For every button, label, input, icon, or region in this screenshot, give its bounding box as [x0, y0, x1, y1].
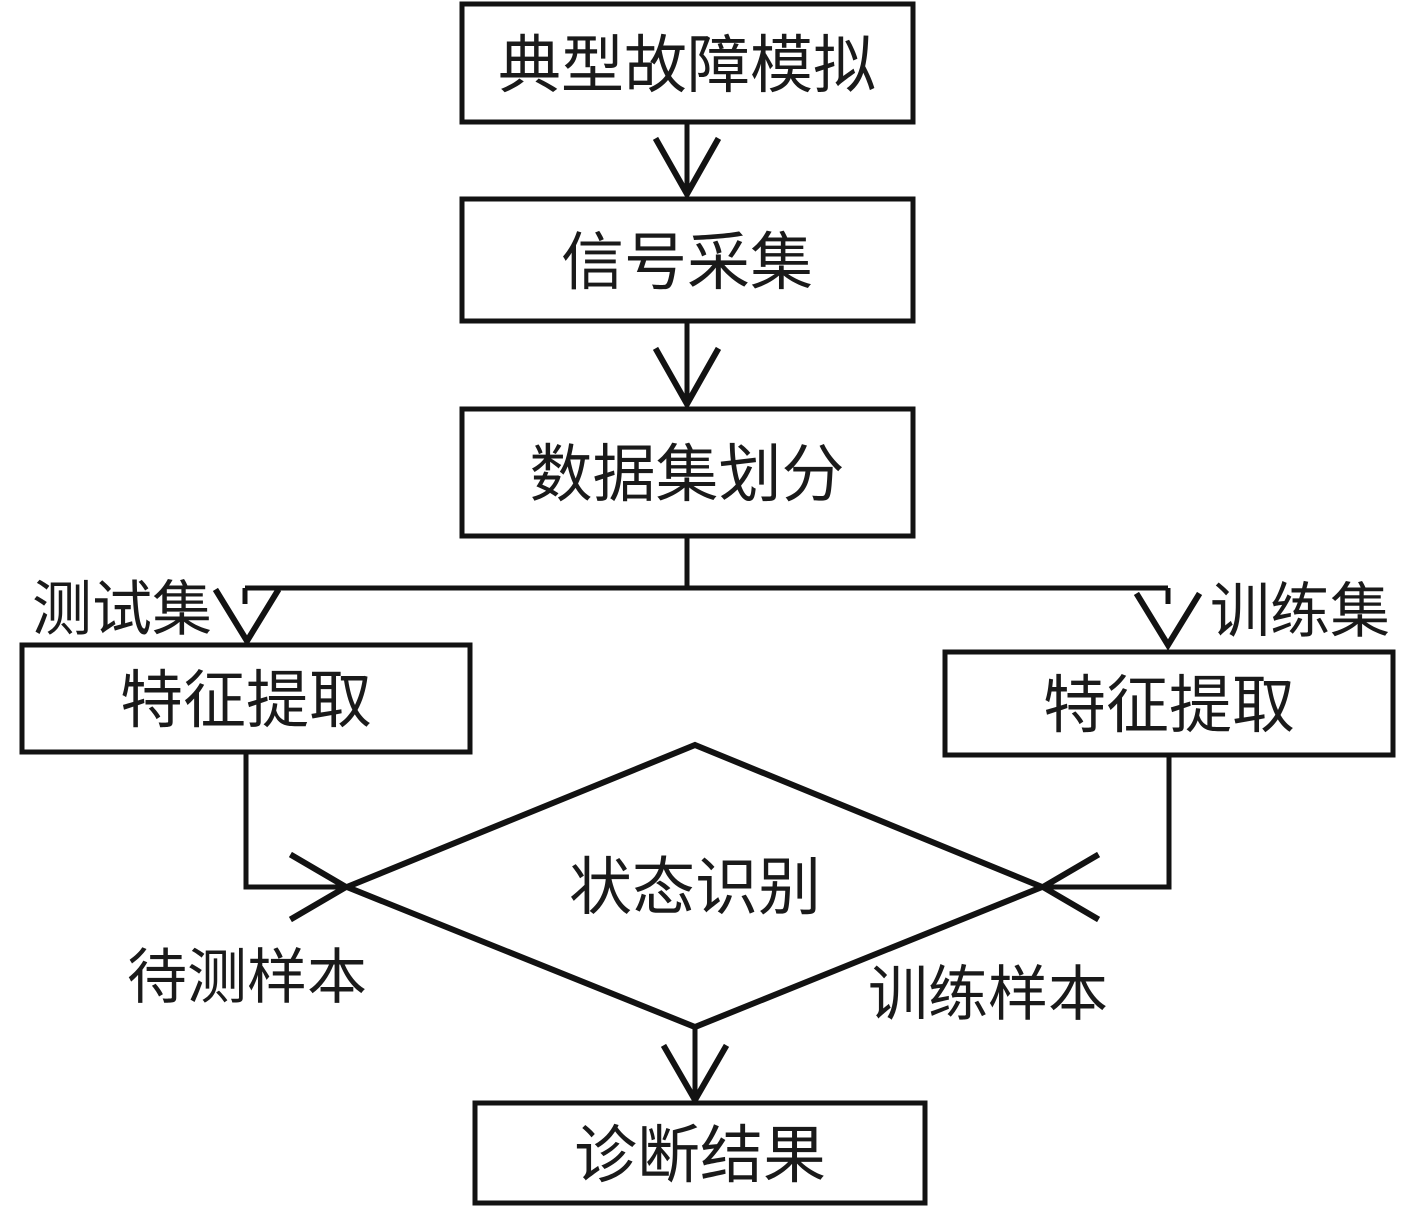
dataset-split-box	[459, 406, 916, 539]
node-diagnosis-result: 诊断结果	[472, 1100, 928, 1206]
edge-label-test-samples: 待测样本	[127, 945, 367, 1011]
signal-acquisition-label: 信号采集	[561, 228, 813, 298]
signal-acquisition-box	[459, 196, 916, 324]
fault-simulation-box	[459, 1, 916, 125]
node-dataset-split: 数据集划分	[459, 406, 916, 539]
node-state-recognition: 状态识别	[339, 741, 1050, 1031]
arrow-signal-to-dataset	[652, 321, 722, 411]
edge-label-test-set: 测试集	[32, 577, 212, 643]
connector-train-to-state	[1037, 755, 1172, 923]
arrow-down-icon	[652, 136, 722, 201]
diagnosis-result-box	[472, 1100, 928, 1206]
connector-elbow	[1048, 755, 1172, 890]
node-signal-acquisition: 信号采集	[459, 196, 916, 324]
arrow-fault-to-signal	[652, 122, 722, 201]
fault-simulation-label: 典型故障模拟	[498, 31, 876, 101]
arrow-down-icon	[652, 346, 722, 411]
connector-test-to-state	[243, 752, 352, 923]
state-recognition-label: 状态识别	[569, 853, 821, 923]
feature-extraction-test-label: 特征提取	[120, 666, 372, 736]
node-feature-extraction-train: 特征提取	[942, 649, 1396, 758]
diagnosis-result-label: 诊断结果	[574, 1121, 826, 1191]
arrow-down-icon	[1133, 591, 1203, 651]
node-fault-simulation: 典型故障模拟	[459, 1, 916, 125]
edge-label-training-samples: 训练样本	[868, 962, 1108, 1028]
feature-extraction-train-box	[942, 649, 1396, 758]
connector-dataset-split	[212, 536, 1203, 651]
connector-elbow	[243, 752, 340, 890]
dataset-split-label: 数据集划分	[530, 440, 845, 510]
node-feature-extraction-test: 特征提取	[19, 642, 473, 755]
feature-extraction-train-label: 特征提取	[1043, 671, 1295, 741]
feature-extraction-test-box	[19, 642, 473, 755]
arrow-down-icon	[660, 1043, 730, 1107]
edge-label-training-set: 训练集	[1210, 579, 1390, 645]
arrow-state-to-result	[660, 1027, 730, 1107]
arrow-down-icon	[212, 587, 282, 647]
